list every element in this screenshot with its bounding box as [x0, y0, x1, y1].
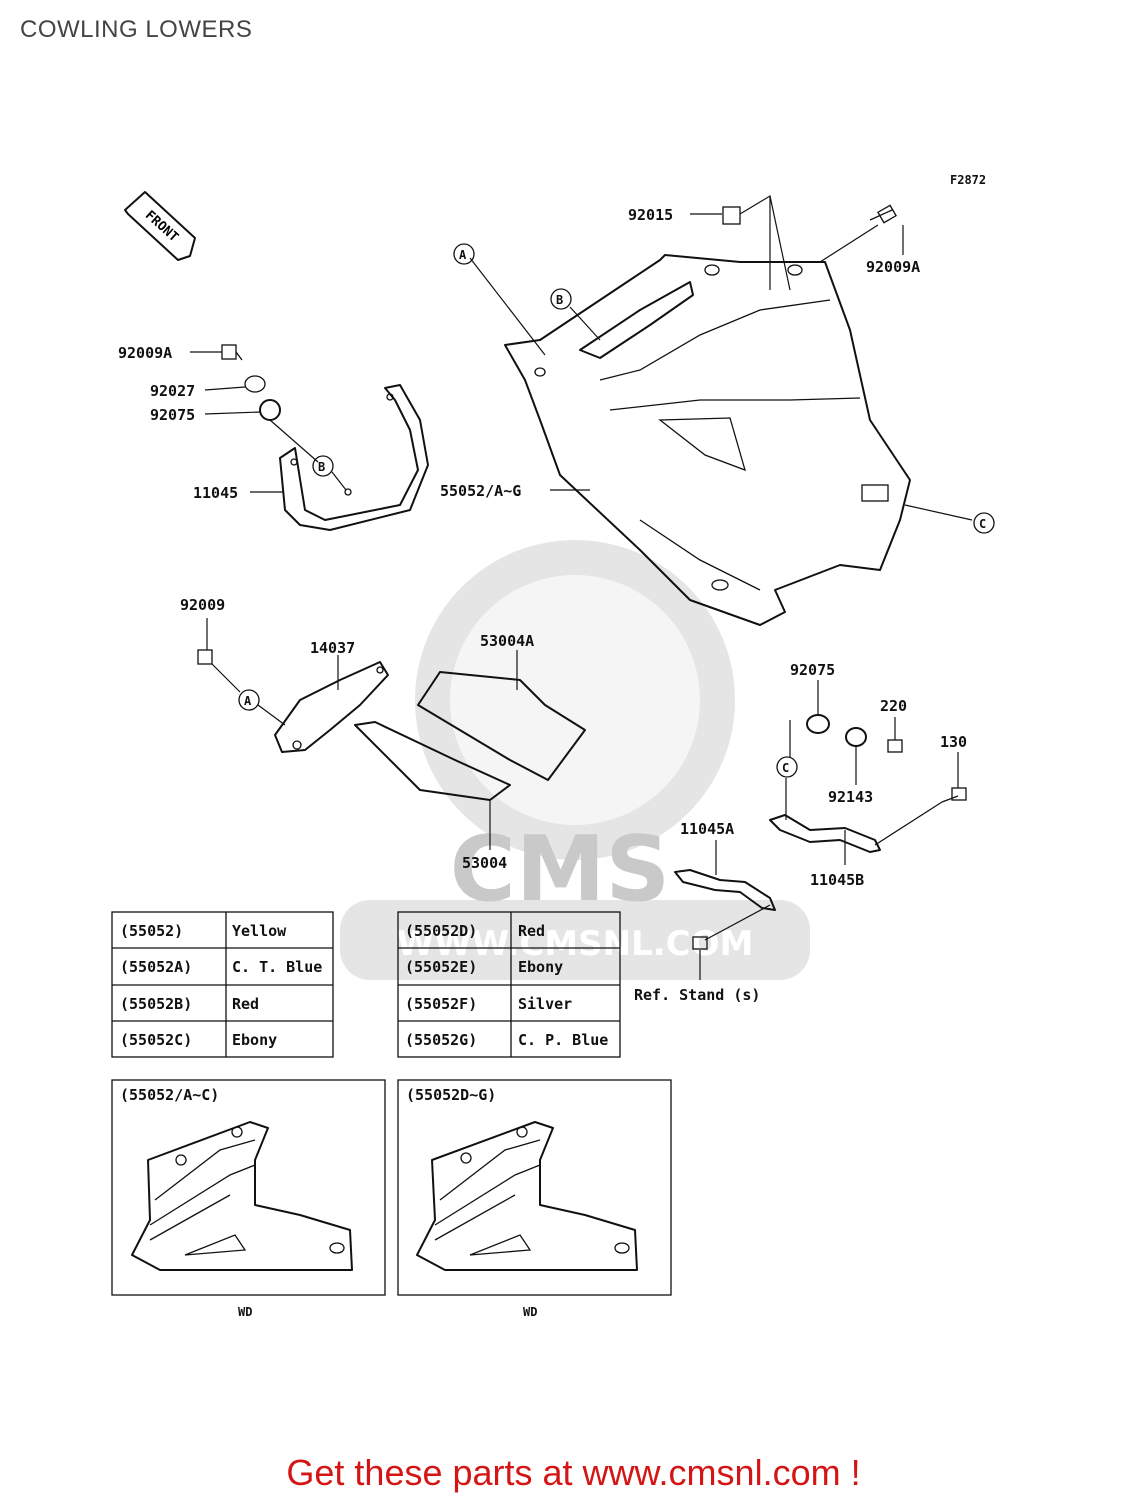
- color-table-right: (55052D) Red (55052E) Ebony (55052F) Sil…: [397, 911, 621, 1058]
- bolt-92009A-top-icon: [869, 204, 897, 224]
- label-92009A-left: 92009A: [118, 344, 172, 362]
- svg-text:(55052B): (55052B): [120, 995, 192, 1013]
- bolt-130-icon: [941, 787, 967, 803]
- callout-a-bracket: A: [238, 689, 260, 711]
- label-92009: 92009: [180, 596, 225, 614]
- label-11045B: 11045B: [810, 871, 864, 889]
- svg-text:(55052F): (55052F): [405, 995, 477, 1013]
- label-92075-right: 92075: [790, 661, 835, 679]
- bolt-stand-icon: [692, 936, 708, 950]
- svg-text:C: C: [782, 761, 789, 775]
- collar-92027-icon: [244, 375, 266, 393]
- label-55052: 55052/A~G: [440, 482, 521, 500]
- variant-right-heading: (55052D~G): [406, 1086, 496, 1104]
- label-53004A: 53004A: [480, 632, 534, 650]
- watermark-logo: CMS: [450, 817, 670, 922]
- leader-lines: [190, 194, 973, 980]
- label-92143: 92143: [828, 788, 873, 806]
- front-label: FRONT: [142, 208, 181, 245]
- variant-left-note: WD: [238, 1305, 252, 1319]
- label-130: 130: [940, 733, 967, 751]
- svg-text:Ebony: Ebony: [518, 958, 563, 976]
- nut-220-icon: [887, 739, 903, 753]
- label-92075-left: 92075: [150, 406, 195, 424]
- label-53004: 53004: [462, 854, 507, 872]
- label-11045A: 11045A: [680, 820, 734, 838]
- svg-text:(55052A): (55052A): [120, 958, 192, 976]
- variant-box-left: (55052/A~C) WD: [111, 1079, 386, 1319]
- svg-text:(55052E): (55052E): [405, 958, 477, 976]
- callout-b-left: B: [312, 455, 334, 477]
- svg-text:(55052D): (55052D): [405, 922, 477, 940]
- callout-c-main: C: [973, 512, 995, 534]
- label-ref-stand: Ref. Stand (s): [634, 986, 760, 1004]
- color-table-left: (55052) Yellow (55052A) C. T. Blue (5505…: [111, 911, 334, 1058]
- figure-code: F2872: [950, 173, 986, 187]
- bracket-11045-part: [279, 384, 429, 531]
- cta-link[interactable]: Get these parts at www.cmsnl.com !: [286, 1452, 861, 1493]
- collar-92143-icon: [845, 727, 867, 747]
- label-92015: 92015: [628, 206, 673, 224]
- parts-diagram: CMS WWW.CMSNL.COM F2872 FRONT: [111, 173, 995, 1319]
- nut-92015-icon: [722, 206, 741, 225]
- bracket-11045A-part: [674, 869, 776, 911]
- svg-text:A: A: [244, 694, 252, 708]
- page-title: COWLING LOWERS: [20, 16, 253, 43]
- lower-cowling-part: [504, 254, 911, 626]
- svg-text:(55052G): (55052G): [405, 1031, 477, 1049]
- variant-right-note: WD: [523, 1305, 537, 1319]
- bracket-14037-part: [274, 661, 389, 753]
- svg-text:B: B: [318, 460, 325, 474]
- callout-b-top: B: [550, 288, 572, 310]
- bolt-92009-icon: [197, 649, 213, 665]
- svg-text:C. T. Blue: C. T. Blue: [232, 958, 322, 976]
- label-11045: 11045: [193, 484, 238, 502]
- svg-text:(55052): (55052): [120, 922, 183, 940]
- bolt-92009A-left-icon: [221, 344, 243, 361]
- front-arrow-icon: FRONT: [124, 191, 196, 261]
- svg-text:(55052C): (55052C): [120, 1031, 192, 1049]
- bracket-11045B-part: [769, 814, 881, 853]
- grommet-92075-left-icon: [259, 399, 281, 421]
- svg-text:C: C: [979, 517, 986, 531]
- watermark-url: WWW.CMSNL.COM: [397, 924, 754, 964]
- svg-text:Silver: Silver: [518, 995, 572, 1013]
- svg-text:B: B: [556, 293, 563, 307]
- pad-53004A-part: [417, 671, 586, 781]
- label-14037: 14037: [310, 639, 355, 657]
- label-92009A-top: 92009A: [866, 258, 920, 276]
- variant-box-right: (55052D~G) WD: [397, 1079, 672, 1319]
- svg-text:Yellow: Yellow: [232, 922, 287, 940]
- label-220: 220: [880, 697, 907, 715]
- watermark: CMS WWW.CMSNL.COM: [340, 540, 810, 980]
- callout-a-top: A: [453, 243, 475, 265]
- svg-text:C. P. Blue: C. P. Blue: [518, 1031, 608, 1049]
- svg-text:A: A: [459, 248, 467, 262]
- variant-left-heading: (55052/A~C): [120, 1086, 219, 1104]
- svg-text:Red: Red: [232, 995, 259, 1013]
- svg-text:Ebony: Ebony: [232, 1031, 277, 1049]
- label-92027: 92027: [150, 382, 195, 400]
- grommet-92075-right-icon: [806, 714, 830, 734]
- callout-c-bracket: C: [776, 756, 798, 778]
- pad-53004-part: [354, 721, 511, 801]
- svg-text:Red: Red: [518, 922, 545, 940]
